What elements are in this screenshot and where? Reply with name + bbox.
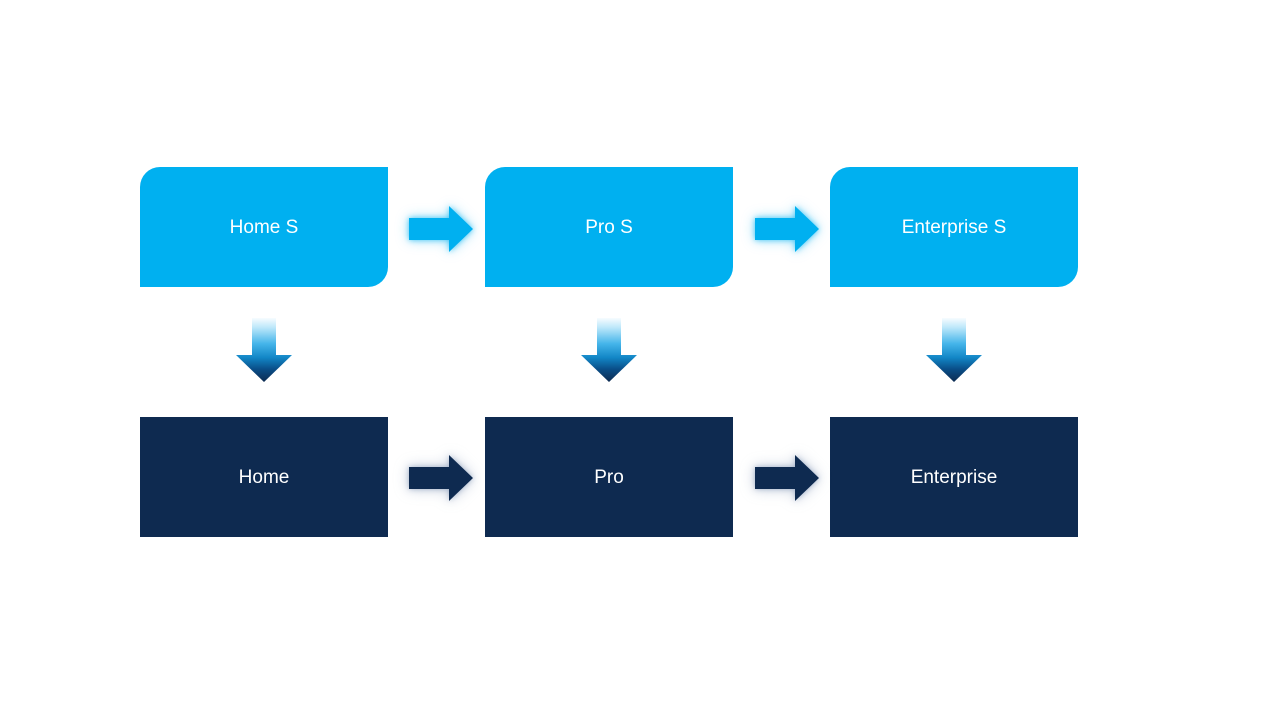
node-home: Home: [140, 417, 388, 537]
node-label: Enterprise: [910, 466, 998, 488]
node-pro-s: Pro S: [485, 167, 733, 287]
right-arrow-icon: [409, 455, 473, 501]
node-enterprise: Enterprise: [830, 417, 1078, 537]
node-enterprise-s: Enterprise S: [830, 167, 1078, 287]
node-label: Pro S: [585, 216, 633, 238]
right-arrow-icon: [409, 206, 473, 252]
node-label: Home: [238, 466, 290, 488]
node-home-s: Home S: [140, 167, 388, 287]
node-label: Pro: [594, 466, 624, 488]
down-arrow-icon: [236, 318, 292, 382]
down-arrow-icon: [581, 318, 637, 382]
node-label: Home S: [229, 216, 299, 238]
node-pro: Pro: [485, 417, 733, 537]
node-label: Enterprise S: [901, 216, 1007, 238]
down-arrow-icon: [926, 318, 982, 382]
right-arrow-icon: [755, 206, 819, 252]
right-arrow-icon: [755, 455, 819, 501]
